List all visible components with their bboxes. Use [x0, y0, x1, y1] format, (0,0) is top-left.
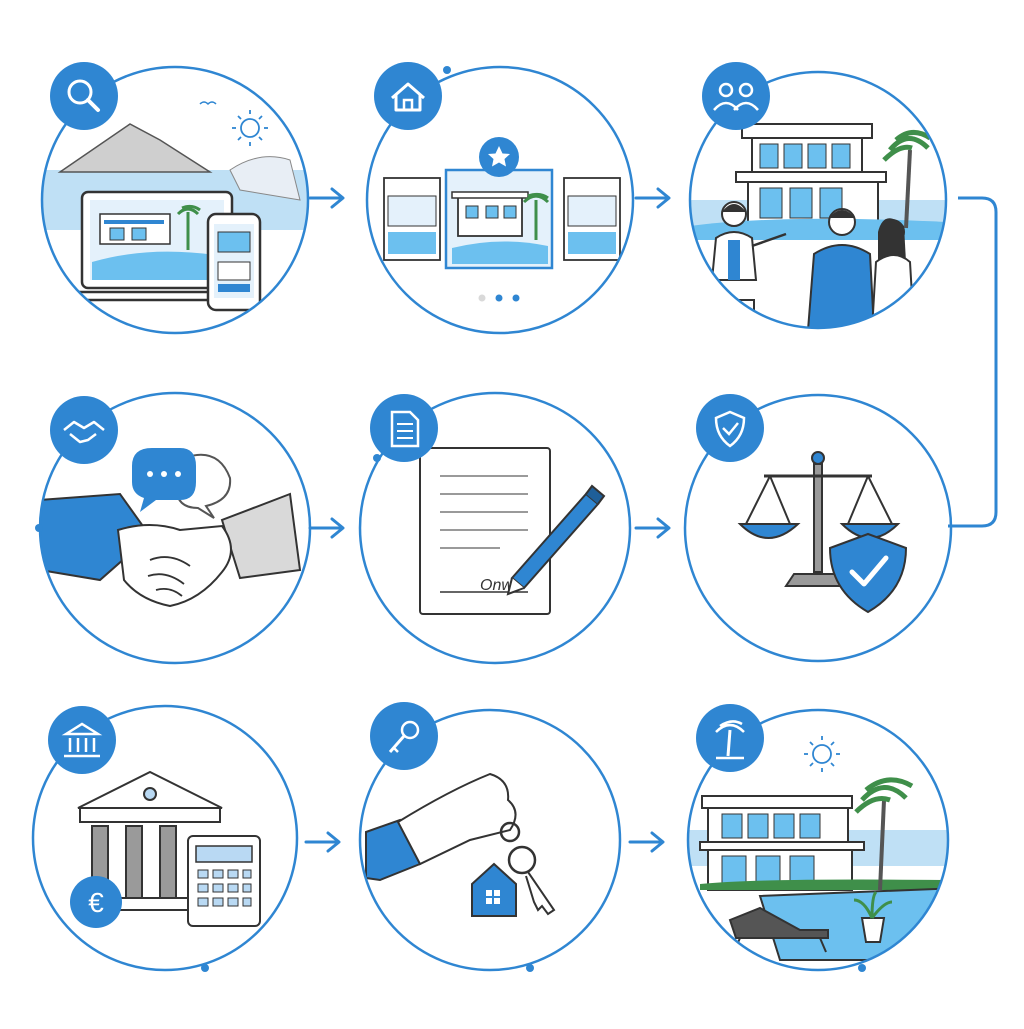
euro-coin-icon: €	[70, 876, 122, 928]
euro-symbol: €	[88, 887, 104, 918]
step-frame	[40, 65, 310, 335]
step-frame	[358, 391, 632, 665]
scales-icon	[737, 451, 901, 587]
flow-arrow	[634, 187, 671, 209]
key-icon	[471, 821, 556, 917]
pen-icon	[506, 484, 606, 596]
calculator-icon	[187, 835, 261, 927]
step-negotiation	[35, 391, 312, 665]
step-financing: €	[31, 704, 299, 972]
step-handover	[358, 702, 622, 972]
step-shortlist	[365, 62, 635, 335]
key-badge-icon	[370, 702, 438, 770]
carousel-dots	[478, 294, 520, 302]
step-viewing	[688, 62, 948, 330]
handshake-icon	[50, 396, 118, 464]
people-icon	[702, 62, 770, 130]
step-frame	[365, 65, 635, 335]
step-move-in	[686, 704, 950, 972]
flow-arrows	[304, 187, 671, 853]
flow-arrow	[634, 517, 671, 539]
flow-arrow	[628, 831, 665, 853]
magnifier-icon	[50, 62, 118, 130]
step-frame	[31, 704, 299, 972]
document-icon	[370, 394, 438, 462]
step-search	[40, 62, 310, 335]
step-frame	[683, 393, 953, 663]
row-connector	[948, 196, 998, 528]
flow-arrow	[308, 187, 345, 209]
house-icon	[374, 62, 442, 130]
step-legal-check	[683, 393, 953, 663]
bank-icon	[48, 706, 116, 774]
palm-tree-icon	[696, 704, 764, 772]
step-frame	[686, 708, 950, 972]
shield-check-large-icon	[828, 532, 908, 614]
step-frame	[358, 708, 622, 972]
step-contract: Onw	[358, 391, 632, 665]
step-frame	[688, 70, 948, 330]
flow-arrow	[304, 831, 341, 853]
signature: Onw	[480, 577, 514, 594]
flow-arrow	[308, 517, 345, 539]
shield-check-icon	[696, 394, 764, 462]
star-badge-icon	[479, 137, 519, 177]
